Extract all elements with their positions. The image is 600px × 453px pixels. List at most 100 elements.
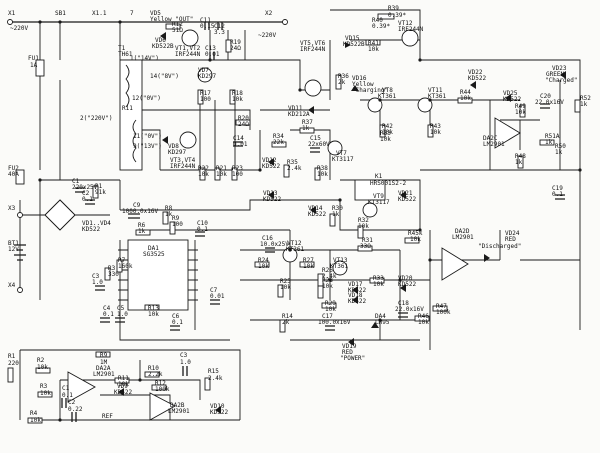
component-label: R31 (362, 237, 373, 244)
component-label: R40 (372, 17, 383, 24)
component-label: IRF244N (175, 51, 201, 58)
component-label: RED (505, 236, 516, 243)
component-label: KT361 (286, 246, 304, 253)
component-label: KD522 (398, 196, 416, 203)
component-label: R2 (37, 357, 45, 364)
component-label: KT361 (428, 93, 446, 100)
component-label: T1 (118, 45, 126, 52)
opamp-da2c (494, 117, 521, 149)
component-label: VD8 (168, 143, 179, 150)
component-label: KD297 (168, 149, 186, 156)
component-label: GREEN (546, 71, 564, 78)
component-label: 100 (232, 171, 243, 178)
component-label: 1.0 (92, 279, 103, 286)
component-label: VT5,VT6 (300, 40, 326, 47)
terminals (7, 19, 288, 293)
component-label: KT3117 (368, 199, 390, 206)
component-label: C13 (205, 45, 216, 52)
component-label: VD6 (155, 37, 166, 44)
component-label: VD9 (117, 383, 128, 390)
component-label: VD21 (398, 190, 413, 197)
component-label: VT9 (373, 193, 384, 200)
component-label: BT1 (8, 240, 19, 247)
component-label: 1k (138, 228, 146, 235)
component-label: 51Ω (172, 27, 183, 34)
component-label: 0.15 (200, 23, 215, 30)
component-label: C19 (552, 185, 563, 192)
component-label: R7 (118, 257, 126, 264)
component-label: R29 (325, 300, 336, 307)
component-label: VD12 (262, 157, 277, 164)
component-label: VD16 (352, 75, 367, 82)
component-label: 7 (130, 10, 134, 17)
component-label: 2.4k (208, 375, 223, 382)
component-label: R28 (322, 277, 333, 284)
component-label: VT11 (428, 87, 443, 94)
component-label: R38 (317, 165, 328, 172)
component-label: R17 (200, 90, 211, 97)
component-label: VD13 (263, 190, 278, 197)
junctions (38, 20, 582, 422)
component-label: R6 (138, 222, 146, 229)
component-label: R20 (238, 115, 249, 122)
component-label: X1.1 (92, 10, 107, 17)
component-label: 160k (118, 263, 133, 270)
component-label: VD19 (342, 343, 357, 350)
component-label: VD18 (348, 292, 363, 299)
component-label: R1 (8, 353, 16, 360)
component-label: 100k (436, 309, 451, 316)
component-label: IRF244N (398, 26, 424, 33)
component-label: 1k (165, 211, 173, 218)
component-label: R10 (148, 365, 159, 372)
component-label: VD25 (503, 90, 518, 97)
component-label: KD522 (308, 211, 326, 218)
component-label: X2 (265, 10, 273, 17)
component-label: VD7 (198, 67, 209, 74)
component-label: 24Ω (230, 45, 241, 52)
component-label: RED (342, 349, 353, 356)
component-label: KD522 (503, 96, 521, 103)
component-label: 10k (118, 381, 129, 388)
component-label: 0.39* (372, 23, 390, 30)
component-label: C3 (180, 352, 188, 359)
component-label: 10k (382, 129, 393, 136)
component-label: C6 (172, 313, 180, 320)
component-label: 100k (155, 386, 170, 393)
component-label: 10k (368, 46, 379, 53)
component-label: 10k (373, 281, 384, 288)
component-label: REF (102, 413, 113, 420)
component-label: 330 (108, 271, 119, 278)
component-label: 22k (273, 139, 284, 146)
component-label: 100 (200, 96, 211, 103)
component-label: 100 (172, 221, 183, 228)
component-label: 10k (216, 171, 227, 178)
component-label: VD11 (288, 105, 303, 112)
component-label: KD522 (348, 287, 366, 294)
component-label: 10k (430, 129, 441, 136)
component-label: LM2901 (452, 234, 474, 241)
component-label: R11 (122, 105, 133, 112)
component-label: 1("14V") (130, 55, 159, 62)
component-label: 12("0V") (132, 95, 161, 102)
component-label: KD212A (288, 111, 310, 118)
component-label: "POWER" (340, 355, 365, 362)
component-label: C7 (210, 287, 218, 294)
component-label: 0.01 (210, 293, 225, 300)
component-label: LM95 (375, 319, 390, 326)
component-label: R30 (332, 205, 343, 212)
component-label: 11("0V") (133, 133, 162, 140)
component-label: R45k (408, 230, 423, 237)
component-label: R18 (232, 90, 243, 97)
component-label: C17 (322, 313, 333, 320)
component-label: VD14 (308, 205, 323, 212)
component-label: R36 (338, 73, 349, 80)
relay-k1 (354, 179, 386, 201)
component-label: C20 (540, 93, 551, 100)
component-label: K1 (375, 173, 383, 180)
component-label: SB1 (55, 10, 66, 17)
component-label: R15 (208, 368, 219, 375)
component-label: "Charged" (545, 77, 578, 84)
component-label: 1k (580, 101, 588, 108)
